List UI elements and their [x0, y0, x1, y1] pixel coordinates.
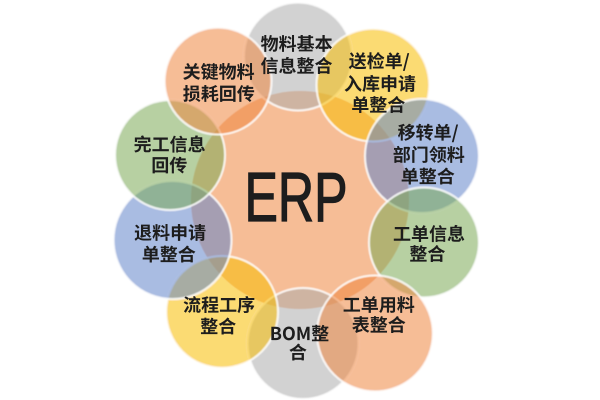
- svg-text:ERP: ERP: [245, 158, 348, 236]
